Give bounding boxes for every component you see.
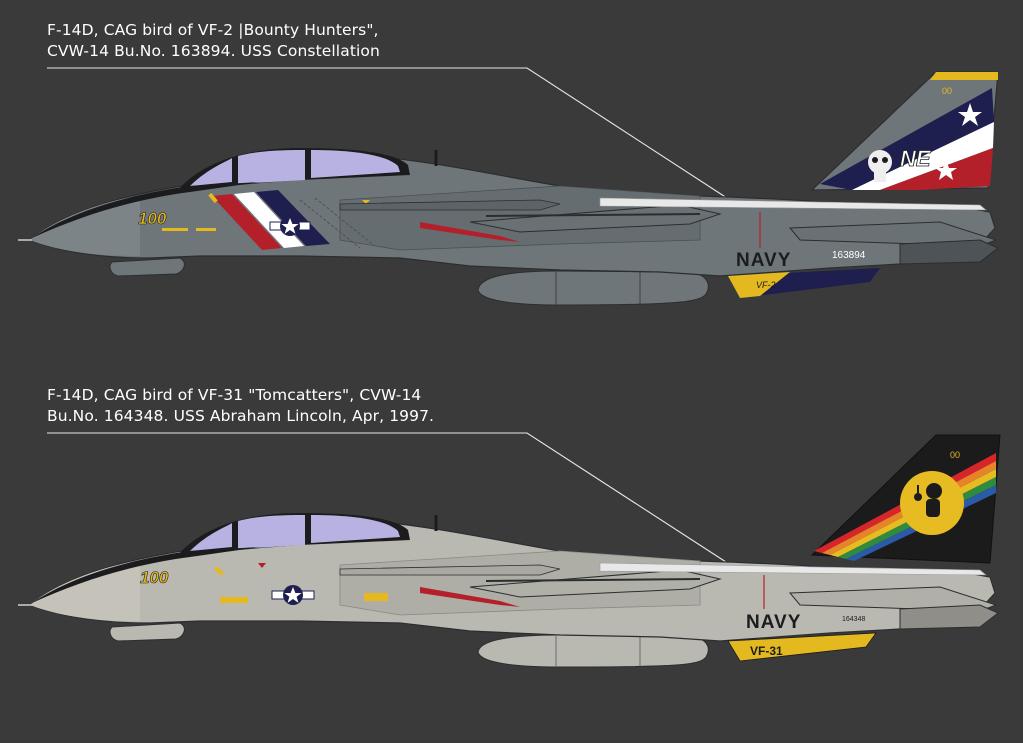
aircraft-profile-vf31: 100 00 VF-31 NAVY 164348 <box>18 432 1001 668</box>
modex-number: 100 <box>140 568 169 587</box>
modex-number: 100 <box>138 209 167 228</box>
tail-modex: 00 <box>950 450 960 460</box>
nose-pod <box>109 622 185 642</box>
external-fuel-tank <box>477 634 709 668</box>
skull-emblem <box>868 150 892 174</box>
tail-code: NE <box>900 146 932 171</box>
swept-wing <box>469 204 722 233</box>
ventral-fin-text: VF-31 <box>750 644 783 658</box>
external-fuel-tank <box>477 270 709 306</box>
caption-line: F-14D, CAG bird of VF-2 |Bounty Hunters"… <box>47 21 379 39</box>
ventral-fin <box>727 632 877 662</box>
navy-marking: NAVY <box>736 250 791 271</box>
profile-caption-vf31: F-14D, CAG bird of VF-31 "Tomcatters", C… <box>47 385 434 427</box>
nose-pod <box>109 257 185 277</box>
canopy-glass <box>190 158 232 186</box>
canopy-glass <box>190 523 232 551</box>
ventral-fin-text: VF-2 <box>756 280 776 290</box>
caption-line: Bu.No. 164348. USS Abraham Lincoln, Apr,… <box>47 407 435 425</box>
fuselage-stripe <box>212 194 282 250</box>
profile-caption-vf2: F-14D, CAG bird of VF-2 |Bounty Hunters"… <box>47 20 380 62</box>
tail-band-blue <box>820 88 994 190</box>
radome <box>30 561 140 621</box>
aircraft-profile-vf2: 100 NE 00 VF-2 NAVY <box>18 67 999 306</box>
caption-line: F-14D, CAG bird of VF-31 "Tomcatters", C… <box>47 386 422 404</box>
national-insignia <box>271 585 315 605</box>
caption-leader-line <box>47 432 727 563</box>
swept-wing <box>469 569 722 598</box>
bureau-number: 164348 <box>842 616 865 623</box>
national-insignia <box>269 216 311 236</box>
tail-modex: 00 <box>942 86 952 96</box>
navy-marking: NAVY <box>746 612 801 633</box>
bureau-number: 163894 <box>832 250 866 261</box>
radome <box>30 196 140 256</box>
caption-line: CVW-14 Bu.No. 163894. USS Constellation <box>47 42 380 60</box>
caption-leader-line <box>47 67 731 201</box>
